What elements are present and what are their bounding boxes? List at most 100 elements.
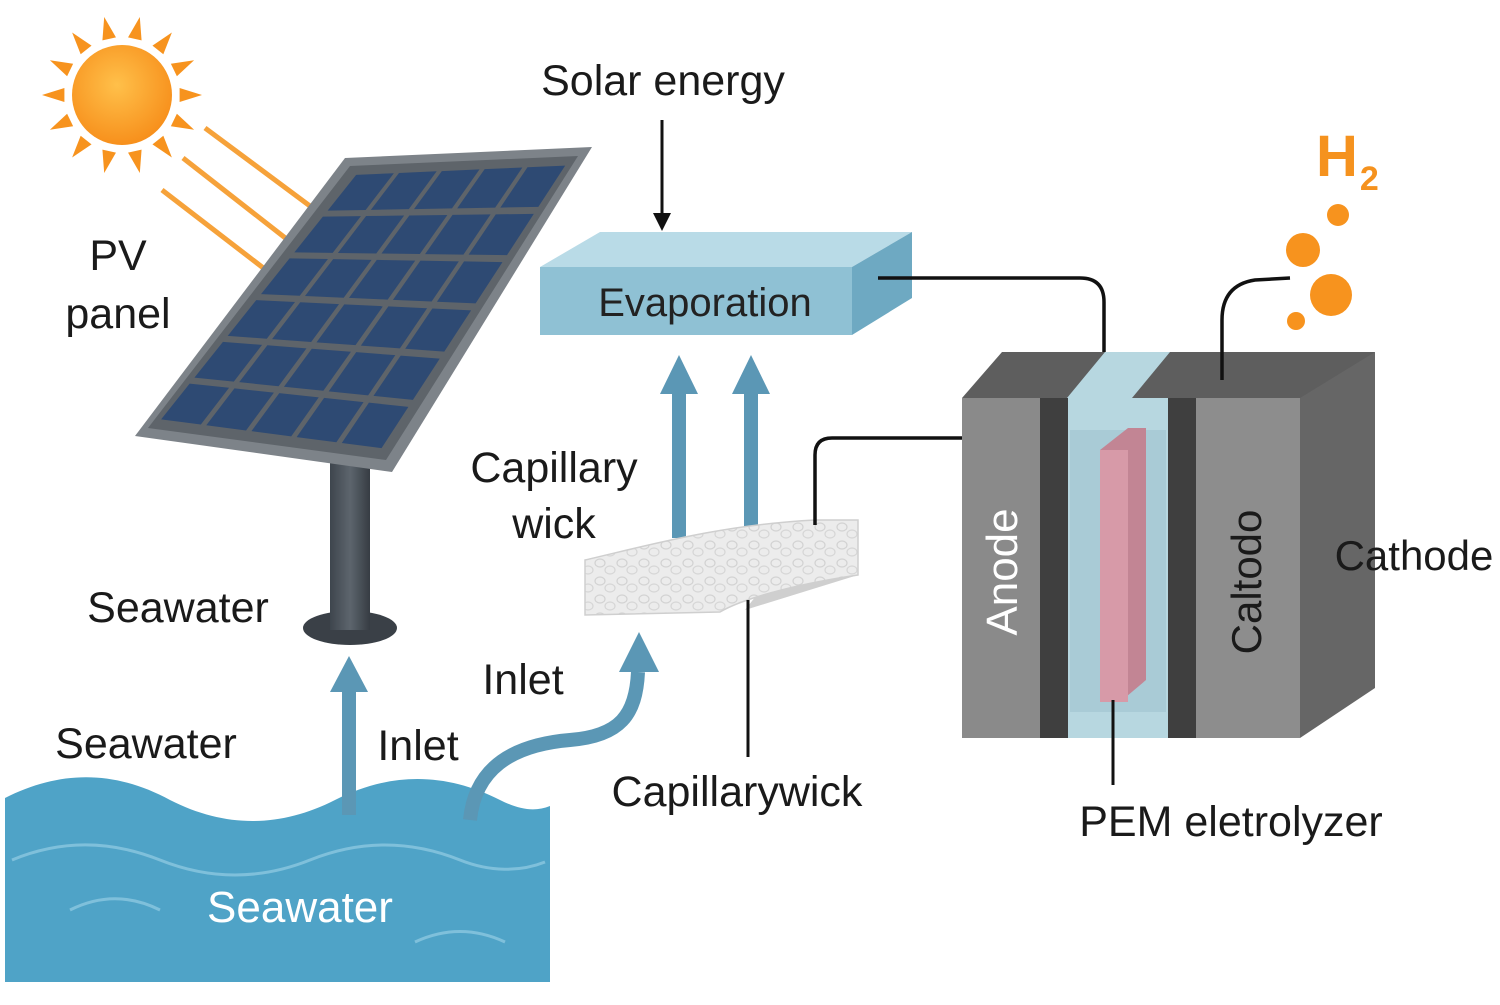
h2-bubble xyxy=(1286,233,1320,267)
inlet-arrow-shaft xyxy=(342,690,356,815)
h2-outlet-pipe xyxy=(1220,276,1291,380)
panel-cell xyxy=(373,355,440,400)
label-cathode: Cathode xyxy=(1335,532,1494,579)
label-h2-letter: H xyxy=(1316,124,1358,189)
sun-ray xyxy=(72,135,92,158)
sun-ray xyxy=(42,88,65,102)
vapor-arrow-head xyxy=(732,355,770,394)
sun-icon xyxy=(42,17,202,173)
inlet-arrows xyxy=(330,632,659,821)
label-inlet-left: Inlet xyxy=(377,722,458,770)
seawater-surface xyxy=(5,777,550,982)
panel-cell xyxy=(305,259,372,298)
electrolyzer-top-electrolyte xyxy=(1067,352,1170,398)
vapor-arrows xyxy=(660,355,770,538)
panel-cell xyxy=(436,261,503,304)
panel-cell xyxy=(272,302,340,342)
h2-bubble xyxy=(1287,312,1305,330)
label-seawater-body: Seawater xyxy=(207,883,393,932)
pem-electrolyzer xyxy=(962,352,1375,738)
panel-cell xyxy=(348,259,416,300)
sun-ray xyxy=(72,32,92,55)
vapor-arrow-shaft xyxy=(672,392,686,538)
hydrogen-bubbles xyxy=(1286,204,1352,330)
panel-cell xyxy=(194,341,263,382)
label-pv-panel-line2: panel xyxy=(65,290,170,338)
membrane xyxy=(1100,450,1128,702)
panel-cell xyxy=(405,308,472,352)
h2-bubble xyxy=(1310,274,1352,316)
panel-cell xyxy=(328,352,396,396)
cathode-plate xyxy=(1168,398,1196,738)
h2-bubble xyxy=(1327,204,1349,226)
seawater-body xyxy=(5,777,550,982)
sunlight-arrow xyxy=(160,188,277,279)
sun-ray xyxy=(170,113,195,130)
panel-cell xyxy=(381,214,448,255)
inlet-arrow-head xyxy=(330,656,368,692)
panel-pole xyxy=(330,452,370,630)
panel-cell xyxy=(337,215,405,254)
sun-rays xyxy=(42,17,202,173)
panel-cell xyxy=(327,173,394,211)
panel-cells xyxy=(161,165,566,449)
label-pv-panel-line1: PV xyxy=(89,232,147,280)
sun-ray xyxy=(179,88,202,102)
evaporator-box xyxy=(540,232,912,335)
label-capillarywick: Capillarywick xyxy=(612,768,863,816)
anode-block xyxy=(962,398,1040,738)
sun-disc xyxy=(72,45,172,145)
panel-cell xyxy=(261,258,328,296)
panel-cell xyxy=(294,216,361,253)
panel-cell xyxy=(425,214,491,255)
electrolyzer-side xyxy=(1300,352,1375,738)
inlet-curved-arrow xyxy=(463,671,645,821)
panel-cell xyxy=(251,393,319,437)
sunlight-arrow xyxy=(181,156,295,246)
label-inlet-right: Inlet xyxy=(482,656,563,704)
label-h2: H2 xyxy=(1316,124,1379,198)
panel-cell xyxy=(227,300,295,339)
wave-line xyxy=(11,843,546,877)
label-solar-energy: Solar energy xyxy=(541,57,785,105)
sun-ray xyxy=(102,17,116,41)
evaporator-side xyxy=(852,232,912,335)
sun-ray xyxy=(102,149,116,173)
panel-cell xyxy=(392,260,459,302)
cathode-block xyxy=(1196,398,1300,738)
capillary-wick xyxy=(584,519,859,616)
sun-ray xyxy=(170,60,195,77)
inlet-curved-arrow-head xyxy=(619,632,659,672)
panel-cell xyxy=(239,345,307,387)
sun-ray xyxy=(49,113,74,130)
sun-ray xyxy=(49,60,74,77)
label-evaporation: Evaporation xyxy=(598,281,811,325)
panel-cell xyxy=(341,402,409,449)
label-caltodo: Caltodo xyxy=(1223,510,1270,655)
sun-ray xyxy=(152,32,172,55)
label-seawater-left: Seawater xyxy=(55,720,237,768)
wave-line xyxy=(69,897,161,912)
vapor-arrow-shaft xyxy=(744,392,758,538)
panel-cell xyxy=(468,213,534,256)
label-anode: Anode xyxy=(978,508,1027,635)
electrolyzer-top xyxy=(962,352,1375,398)
panel-cell xyxy=(296,397,364,443)
pv-panel xyxy=(135,147,592,645)
panel-cell xyxy=(457,167,523,209)
sun-ray xyxy=(128,17,142,41)
label-capillary-wick-line1: Capillary xyxy=(470,444,638,492)
sunlight-arrow xyxy=(203,125,320,215)
wire-evaporator-to-membrane xyxy=(878,276,1106,480)
wire-wick-to-anode xyxy=(813,436,962,525)
wick-front xyxy=(584,519,859,616)
evaporator-top xyxy=(540,232,912,267)
evaporator-front xyxy=(540,267,852,335)
label-seawater-upper: Seawater xyxy=(87,584,269,632)
sun-ray xyxy=(152,135,172,158)
anode-plate xyxy=(1040,398,1068,738)
panel-cell xyxy=(161,383,230,425)
panel-cell xyxy=(283,348,351,391)
